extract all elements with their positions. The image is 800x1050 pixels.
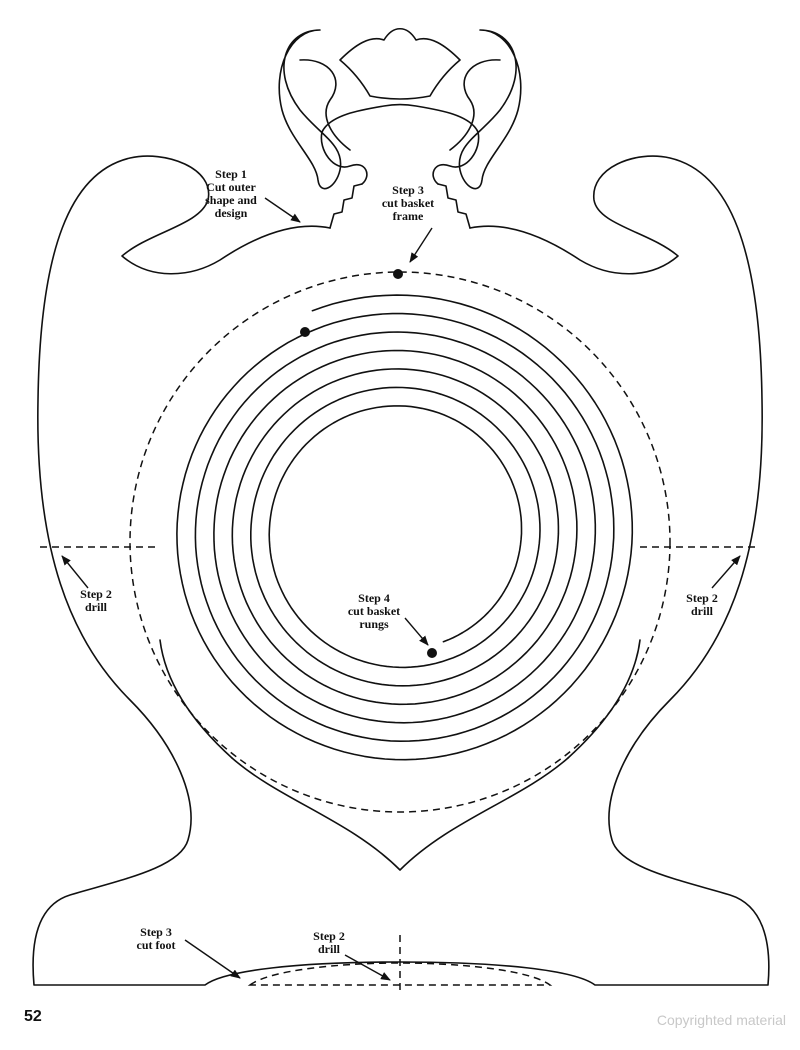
step1-label: Step 1 Cut outer shape and design (205, 167, 257, 220)
left-stepped-notch (329, 183, 363, 229)
page-number: 52 (24, 1008, 42, 1025)
inner-cutout-sides (159, 639, 233, 759)
step3-frame-label: Step 3 cut basket frame (381, 183, 435, 223)
heart-cutout-outline (231, 757, 569, 871)
basket-rungs-spiral (176, 294, 634, 761)
step2-left-arrow (61, 555, 89, 589)
outer-shape-outline (32, 155, 770, 986)
step4-label: Step 4 cut basket rungs (347, 591, 401, 631)
spiral-start-dot (300, 327, 310, 337)
step2-right-arrow (711, 555, 741, 589)
foot-dashed-arc (247, 962, 553, 986)
step2-bottom-arrow (344, 954, 391, 981)
spiral-end-dot (427, 648, 437, 658)
step4-arrow (404, 617, 429, 646)
step3-frame-arrow (409, 227, 433, 263)
right-stepped-notch (437, 183, 471, 229)
step2-right-label: Step 2 drill (686, 591, 718, 618)
inner-cutout-side-right (567, 639, 641, 759)
step3-foot-label: Step 3 cut foot (136, 925, 176, 952)
step2-bottom-label: Step 2 drill (313, 929, 345, 956)
crest-ornament (278, 27, 522, 190)
step2-left-label: Step 2 drill (80, 587, 112, 614)
step1-arrow (264, 197, 301, 223)
basket-frame-circle (129, 271, 671, 813)
basket-frame-start-dot (393, 269, 403, 279)
copyright-watermark: Copyrighted material (656, 1012, 786, 1028)
step3-foot-arrow (184, 939, 241, 979)
